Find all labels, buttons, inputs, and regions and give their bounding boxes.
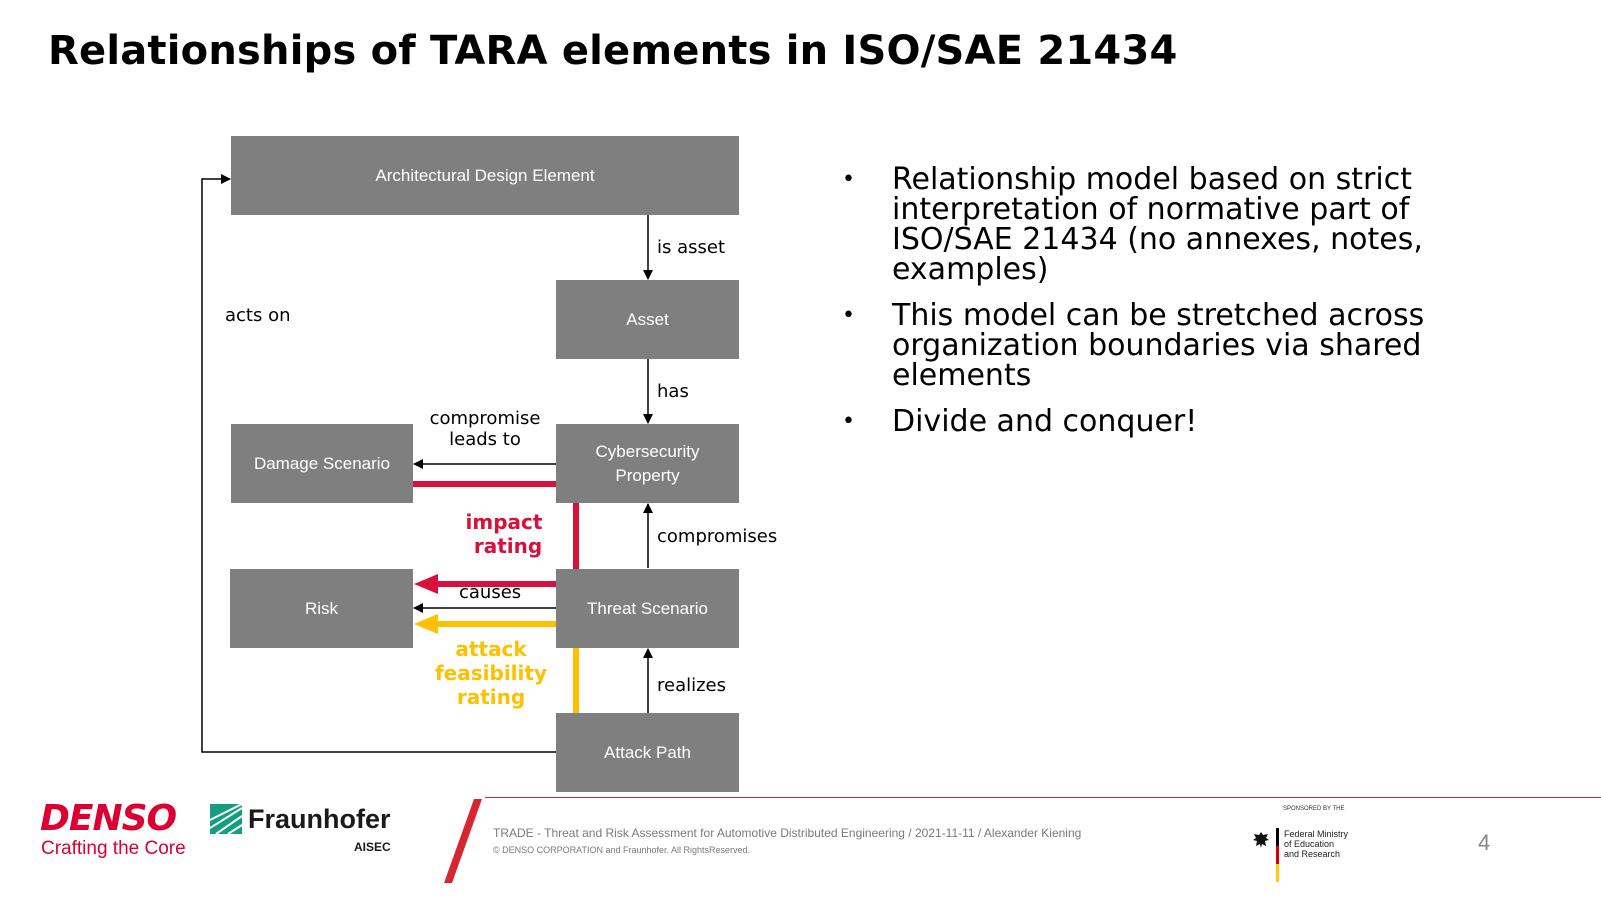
- label-causes: causes: [459, 582, 522, 603]
- box-asset-label: Asset: [626, 309, 669, 329]
- footer-slash-decoration: [444, 799, 482, 883]
- label-attack-feasibility-line1: attack: [455, 637, 527, 661]
- bullet-1-line1: Relationship model based on strict: [892, 162, 1412, 197]
- label-is-asset: is asset: [657, 237, 726, 258]
- fraunhofer-logo-icon: [210, 804, 242, 834]
- label-attack-feasibility-rating: attack feasibility rating: [430, 637, 552, 709]
- fraunhofer-unit: AISEC: [354, 840, 391, 854]
- bullet-1-line2: interpretation of normative part of: [892, 192, 1410, 227]
- label-compromise-leads-to-line1: compromise: [429, 408, 541, 429]
- label-impact-rating: impact rating: [452, 510, 556, 558]
- bullet-2-line3: elements: [892, 358, 1032, 393]
- footer-copyright: © DENSO CORPORATION and Fraunhofer. All …: [493, 845, 751, 855]
- bullet-1-line3: ISO/SAE 21434 (no annexes, notes,: [892, 222, 1423, 257]
- page-number: 4: [1478, 830, 1491, 855]
- box-risk-label: Risk: [304, 598, 339, 618]
- bullet-2-line1: This model can be stretched across: [892, 298, 1425, 333]
- label-compromises: compromises: [657, 526, 778, 547]
- box-cybersecurity-property: Cybersecurity Property: [556, 424, 739, 503]
- denso-tagline: Crafting the Core: [41, 838, 186, 859]
- bmbf-ministry-line1: Federal Ministry: [1284, 829, 1349, 839]
- bullet-1-line4: examples): [892, 252, 1049, 287]
- bmbf-ministry-name: Federal Ministry of Education and Resear…: [1284, 829, 1364, 859]
- label-attack-feasibility-line3: rating: [456, 685, 526, 709]
- label-impact-rating-line2: rating: [473, 534, 543, 558]
- bmbf-ministry-line2: of Education: [1284, 839, 1335, 849]
- box-threat-scenario-label: Threat Scenario: [587, 598, 708, 618]
- attack-feasibility-arrowhead: [414, 614, 438, 634]
- fraunhofer-name: Fraunhofer: [248, 804, 391, 834]
- footer-divider: [485, 797, 1601, 798]
- bullet-list: • Relationship model based on strict int…: [840, 165, 1560, 453]
- bmbf-sponsor-label: SPONSORED BY THE: [1283, 806, 1345, 812]
- bullet-dot: •: [842, 409, 855, 434]
- arrow-acts-on: [201, 174, 556, 753]
- bullet-dot: •: [842, 303, 855, 328]
- box-attack-path: Attack Path: [556, 713, 739, 792]
- label-impact-rating-line1: impact: [465, 510, 543, 534]
- bullet-3-line1: Divide and conquer!: [892, 404, 1198, 439]
- box-cybersecurity-property-line2: Property: [615, 465, 680, 485]
- label-acts-on: acts on: [225, 305, 291, 326]
- impact-rating-path: [413, 481, 579, 587]
- german-flag-bar: [1276, 828, 1279, 882]
- footer-main-text: TRADE - Threat and Risk Assessment for A…: [493, 826, 1082, 840]
- label-compromise-leads-to: compromise leads to: [425, 408, 545, 450]
- box-damage-scenario-label: Damage Scenario: [253, 453, 391, 473]
- label-realizes: realizes: [657, 675, 727, 696]
- box-attack-path-label: Attack Path: [604, 742, 691, 762]
- label-compromise-leads-to-line2: leads to: [449, 429, 521, 450]
- bullet-dot: •: [842, 167, 855, 192]
- bullet-item: • Divide and conquer!: [840, 407, 1560, 437]
- box-asset: Asset: [556, 280, 739, 359]
- box-architectural-design-element: Architectural Design Element: [231, 136, 739, 215]
- box-risk: Risk: [230, 569, 413, 648]
- federal-eagle-icon: [1253, 832, 1269, 848]
- bullet-2-line2: organization boundaries via shared: [892, 328, 1422, 363]
- label-has: has: [657, 381, 689, 402]
- box-architectural-design-element-label: Architectural Design Element: [375, 165, 595, 185]
- slide-title: Relationships of TARA elements in ISO/SA…: [48, 28, 1178, 74]
- box-damage-scenario: Damage Scenario: [231, 424, 413, 503]
- label-attack-feasibility-line2: feasibility: [434, 661, 547, 685]
- bmbf-ministry-line3: and Research: [1284, 849, 1341, 859]
- box-cybersecurity-property-line1: Cybersecurity: [595, 441, 700, 461]
- bullet-item: • This model can be stretched across org…: [840, 301, 1560, 391]
- impact-rating-arrowhead: [414, 574, 438, 594]
- box-threat-scenario: Threat Scenario: [556, 569, 739, 648]
- denso-logo: DENSO: [40, 798, 177, 839]
- bullet-item: • Relationship model based on strict int…: [840, 165, 1560, 285]
